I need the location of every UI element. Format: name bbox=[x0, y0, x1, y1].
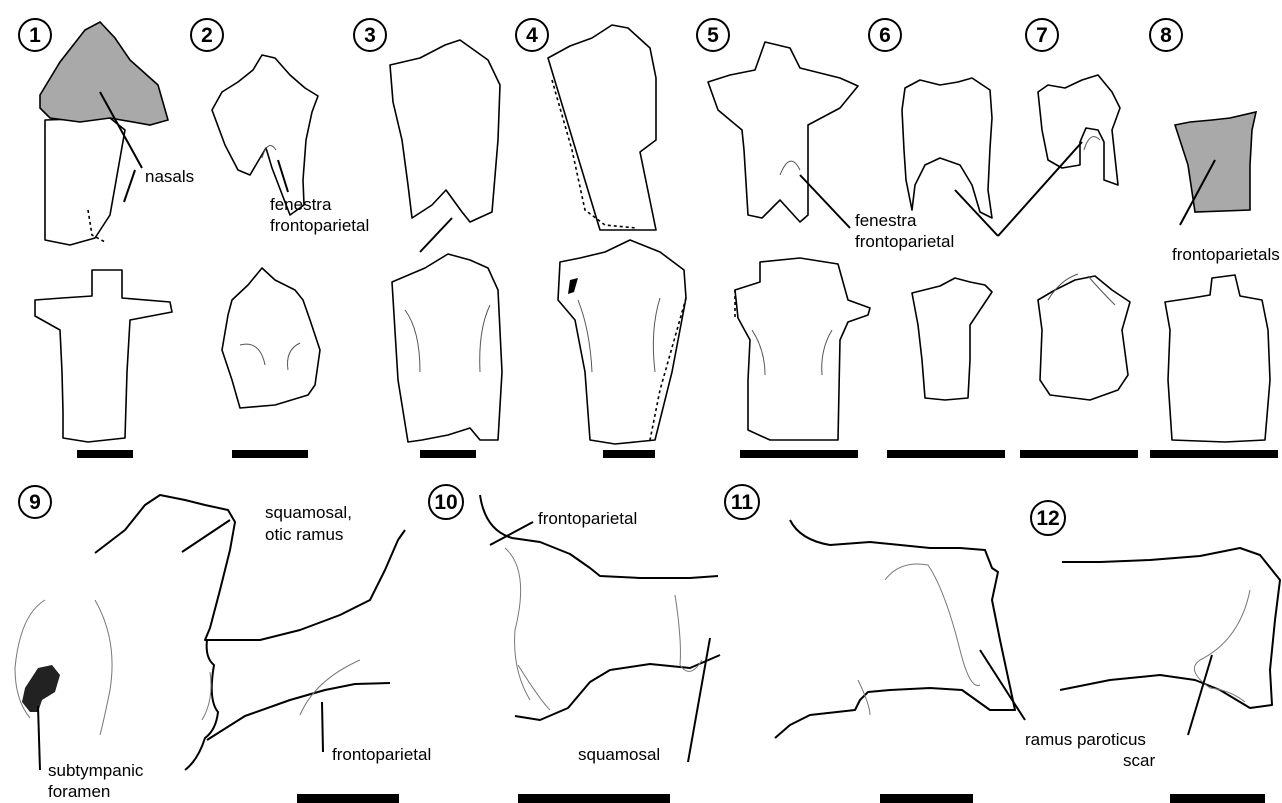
panel-2-lower-bone-outline bbox=[222, 268, 320, 408]
panel-3-number: 3 bbox=[364, 24, 376, 47]
fenestra-a-line1: fenestra bbox=[270, 195, 332, 214]
frontoparietal-9-label: frontoparietal bbox=[332, 745, 431, 764]
panel-3-lower-bone-outline bbox=[392, 254, 502, 442]
panel-8-lower-bone-outline bbox=[1165, 275, 1270, 442]
panel-4-number: 4 bbox=[526, 24, 538, 47]
panel-4-lower-bone-outline bbox=[558, 240, 686, 444]
scale-bar-9 bbox=[297, 794, 399, 803]
fenestra-b-line2: frontoparietal bbox=[855, 232, 954, 251]
ramus-paroticus-line2: scar bbox=[1123, 751, 1155, 770]
scale-bar-10 bbox=[518, 794, 670, 803]
scale-bar-8 bbox=[1150, 450, 1278, 458]
panel-12-bone-outline bbox=[1060, 548, 1280, 708]
panel-11-badge: 11 bbox=[725, 485, 759, 519]
panel-7-number: 7 bbox=[1036, 24, 1048, 47]
frontoparietal-10-label: frontoparietal bbox=[538, 509, 637, 528]
fenestra-a-line2: frontoparietal bbox=[270, 216, 369, 235]
panel-8-badge: 8 bbox=[1150, 19, 1182, 51]
panel-2-upper-bone-outline bbox=[212, 55, 318, 215]
panel-3-badge: 3 bbox=[354, 19, 386, 51]
scale-bar-5 bbox=[740, 450, 858, 458]
panel-12-badge: 12 bbox=[1031, 501, 1065, 535]
panel-10-frontoparietal-outline bbox=[480, 495, 718, 578]
panel-10-badge: 10 bbox=[429, 485, 463, 519]
panel-8-number: 8 bbox=[1160, 24, 1172, 47]
panel-1-number: 1 bbox=[29, 24, 41, 47]
panel-2-number: 2 bbox=[201, 24, 213, 47]
panel-1-drawing: nasals bbox=[35, 22, 194, 442]
scale-bar-4 bbox=[603, 450, 655, 458]
panel-9-drawing: squamosal, otic ramus subtympanic forame… bbox=[15, 495, 431, 801]
frontoparietals-label: frontoparietals bbox=[1172, 245, 1280, 264]
subtympanic-line2: foramen bbox=[48, 782, 110, 801]
scale-bar-3 bbox=[420, 450, 476, 458]
panel-6-upper-bone-outline bbox=[902, 78, 992, 218]
panel-4-badge: 4 bbox=[516, 19, 548, 51]
panel-5-number: 5 bbox=[707, 24, 719, 47]
squamosal-otic-line2: otic ramus bbox=[265, 525, 343, 544]
scale-bar-1 bbox=[77, 450, 133, 458]
scale-bar-6 bbox=[887, 450, 1005, 458]
panel-11-bone-outline bbox=[775, 520, 1015, 738]
panel-4-upper-bone-outline bbox=[548, 25, 656, 230]
panel-11-drawing: ramus paroticus scar bbox=[775, 520, 1155, 770]
scale-bar-12 bbox=[1170, 794, 1265, 803]
fenestra-b-line1: fenestra bbox=[855, 211, 917, 230]
squamosal-otic-line1: squamosal, bbox=[265, 503, 352, 522]
scale-bar-11 bbox=[880, 794, 973, 803]
panel-6-number: 6 bbox=[879, 24, 891, 47]
panel-7-drawing bbox=[998, 75, 1130, 400]
panel-12-number: 12 bbox=[1036, 507, 1059, 530]
panel-12-drawing bbox=[1060, 548, 1280, 735]
panel-1-lower-bone-outline bbox=[35, 270, 172, 442]
panel-7-upper-bone-outline bbox=[1038, 75, 1120, 185]
nasals-label: nasals bbox=[145, 167, 194, 186]
panel-1-badge: 1 bbox=[19, 19, 51, 51]
panel-1-nasals-shaded bbox=[40, 22, 168, 125]
squamosal-10-label: squamosal bbox=[578, 745, 660, 764]
panel-7-badge: 7 bbox=[1026, 19, 1058, 51]
panel-10-drawing: frontoparietal squamosal bbox=[480, 495, 720, 764]
panel-2-drawing: fenestra frontoparietal bbox=[212, 55, 369, 408]
ramus-paroticus-line1: ramus paroticus bbox=[1025, 730, 1146, 749]
panel-9-squamosal-outline bbox=[95, 495, 405, 640]
panel-3-upper-bone-outline bbox=[390, 40, 500, 222]
panel-9-badge: 9 bbox=[19, 486, 51, 518]
panel-5-lower-bone-outline bbox=[735, 258, 870, 440]
panel-2-badge: 2 bbox=[191, 19, 223, 51]
panel-1-skull-roof-outline bbox=[45, 118, 125, 245]
panel-11-number: 11 bbox=[731, 491, 754, 514]
scale-bar-2 bbox=[232, 450, 308, 458]
scale-bars bbox=[77, 450, 1278, 803]
panel-10-number: 10 bbox=[434, 491, 457, 514]
panel-4-drawing bbox=[548, 25, 686, 444]
panel-9-number: 9 bbox=[29, 491, 41, 514]
panel-9-subtympanic-foramen bbox=[22, 665, 60, 712]
panel-8-drawing: frontoparietals bbox=[1165, 112, 1280, 442]
panel-8-frontoparietals-shaded bbox=[1175, 112, 1256, 212]
panel-5-upper-bone-outline bbox=[708, 42, 858, 222]
scale-bar-7 bbox=[1020, 450, 1138, 458]
panel-10-squamosal-outline bbox=[515, 655, 720, 720]
panel-6-badge: 6 bbox=[869, 19, 901, 51]
panel-3-drawing bbox=[390, 40, 502, 442]
subtympanic-line1: subtympanic bbox=[48, 761, 144, 780]
panel-5-badge: 5 bbox=[697, 19, 729, 51]
panel-6-lower-bone-outline bbox=[912, 278, 992, 400]
